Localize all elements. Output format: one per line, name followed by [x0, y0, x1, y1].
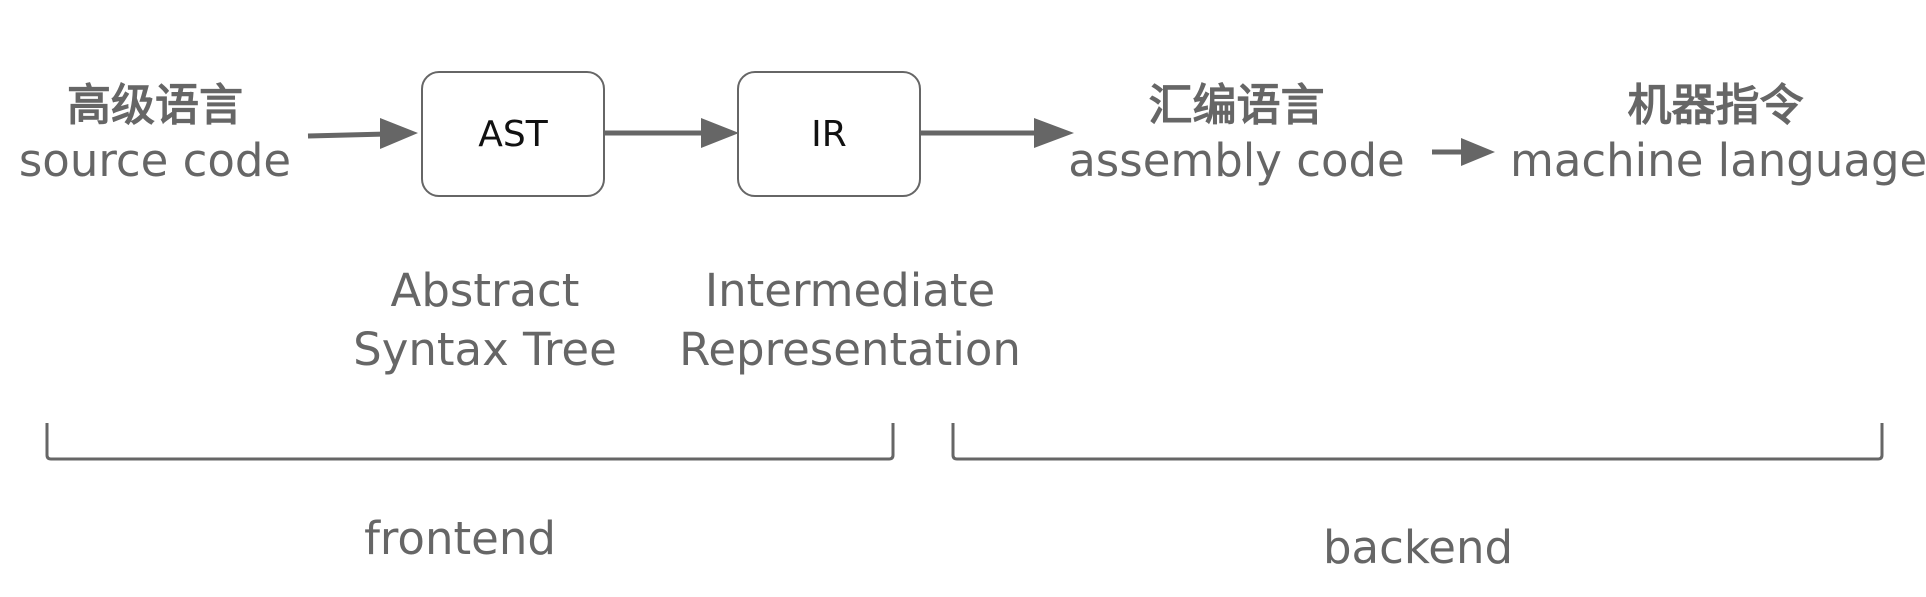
- ir-caption-line2: Representation: [679, 322, 1021, 376]
- assembly-code-node: 汇编语言 assembly code: [1064, 78, 1409, 189]
- source-code-en-label: source code: [18, 134, 292, 187]
- arrow-ir-to-assembly: [920, 118, 1074, 148]
- source-code-zh-label: 高级语言: [67, 80, 243, 131]
- backend-bracket: [951, 423, 1884, 461]
- ir-caption-line1: Intermediate: [704, 264, 996, 317]
- machine-language-zh-label: 机器指令: [1627, 80, 1804, 131]
- ir-caption: Intermediate Representation: [665, 262, 1035, 379]
- frontend-bracket: [45, 423, 895, 461]
- ir-node-label: IR: [811, 113, 847, 155]
- assembly-code-zh-label: 汇编语言: [1148, 80, 1325, 131]
- arrow-source-to-ast: [307, 118, 418, 149]
- ast-caption-line1: Abstract: [390, 264, 580, 317]
- backend-label: backend: [1322, 521, 1514, 574]
- frontend-label: frontend: [364, 512, 556, 565]
- ast-node-label: AST: [478, 113, 548, 155]
- machine-language-node: 机器指令 machine language: [1510, 78, 1926, 189]
- assembly-code-en-label: assembly code: [1068, 134, 1405, 187]
- arrow-assembly-to-machine: [1432, 138, 1495, 166]
- ir-node: IR: [737, 71, 921, 197]
- source-code-node: 高级语言 source code: [10, 78, 300, 189]
- machine-language-en-label: machine language: [1510, 134, 1926, 187]
- ast-caption: Abstract Syntax Tree: [330, 262, 640, 379]
- ast-caption-line2: Syntax Tree: [353, 322, 617, 376]
- ast-node: AST: [421, 71, 605, 197]
- arrow-ast-to-ir: [604, 118, 739, 148]
